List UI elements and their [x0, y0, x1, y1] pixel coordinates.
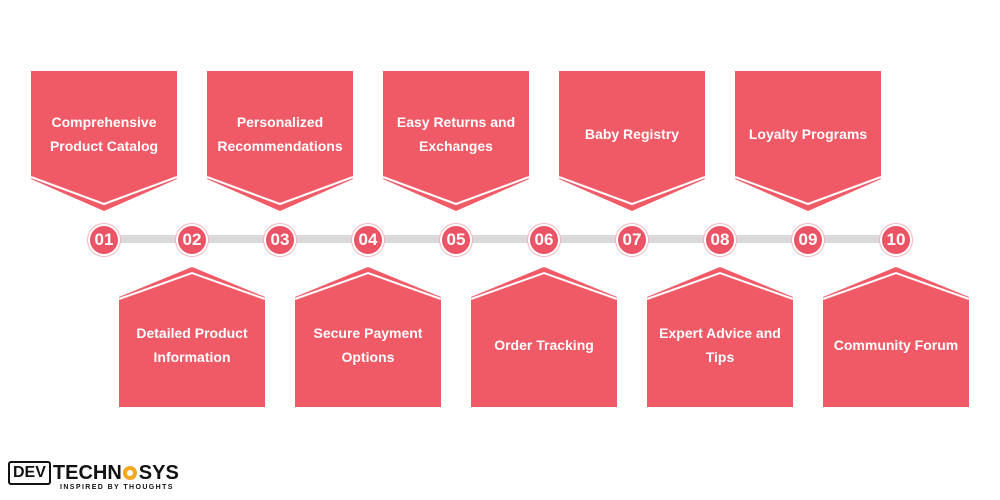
step-label: Loyalty Programs	[748, 125, 868, 142]
step-card-04: Secure Payment Options	[294, 267, 442, 407]
step-card-shape	[558, 71, 706, 211]
step-card-05: Easy Returns and Exchanges	[382, 71, 530, 211]
step-card-shape	[734, 71, 882, 211]
step-label: Comprehensive Product Catalog	[49, 113, 159, 154]
gear-icon	[122, 466, 137, 480]
step-card-shape	[470, 267, 618, 407]
step-card-shape	[382, 71, 530, 211]
step-label: Community Forum	[833, 336, 959, 353]
step-number-01: 01	[88, 224, 120, 256]
step-card-shape	[206, 71, 354, 211]
step-card-shape	[294, 267, 442, 407]
step-label: Order Tracking	[494, 336, 594, 353]
step-number-02: 02	[176, 224, 208, 256]
step-card-09: Loyalty Programs	[734, 71, 882, 211]
step-number-08: 08	[704, 224, 736, 256]
logo-sys: SYS	[138, 461, 179, 484]
step-label: Secure Payment Options	[313, 324, 423, 365]
step-label: Personalized Recommendations	[217, 113, 343, 154]
logo-dev-mark: DEV	[8, 461, 51, 485]
company-logo: DEV TECHN SYS INSPIRED BY THOUGHTS	[8, 460, 208, 496]
step-card-shape	[822, 267, 970, 407]
step-card-01: Comprehensive Product Catalog	[30, 71, 178, 211]
step-number-05: 05	[440, 224, 472, 256]
step-card-shape	[118, 267, 266, 407]
step-label: Easy Returns and Exchanges	[396, 113, 516, 154]
step-number-09: 09	[792, 224, 824, 256]
step-card-02: Detailed Product Information	[118, 267, 266, 407]
step-number-10: 10	[880, 224, 912, 256]
step-card-08: Expert Advice and Tips	[646, 267, 794, 407]
step-label: Detailed Product Information	[136, 324, 248, 365]
step-card-shape	[646, 267, 794, 407]
step-card-06: Order Tracking	[470, 267, 618, 407]
step-card-03: Personalized Recommendations	[206, 71, 354, 211]
timeline-bar	[104, 235, 896, 243]
step-label: Expert Advice and Tips	[659, 324, 781, 365]
step-card-shape	[30, 71, 178, 211]
step-card-07: Baby Registry	[558, 71, 706, 211]
step-label: Baby Registry	[584, 125, 680, 142]
step-number-07: 07	[616, 224, 648, 256]
logo-tagline: INSPIRED BY THOUGHTS	[60, 484, 174, 491]
step-number-03: 03	[264, 224, 296, 256]
step-number-04: 04	[352, 224, 384, 256]
step-number-06: 06	[528, 224, 560, 256]
logo-techno: TECHN	[52, 461, 122, 484]
step-card-10: Community Forum	[822, 267, 970, 407]
logo-wordmark: DEV TECHN SYS	[8, 460, 179, 486]
